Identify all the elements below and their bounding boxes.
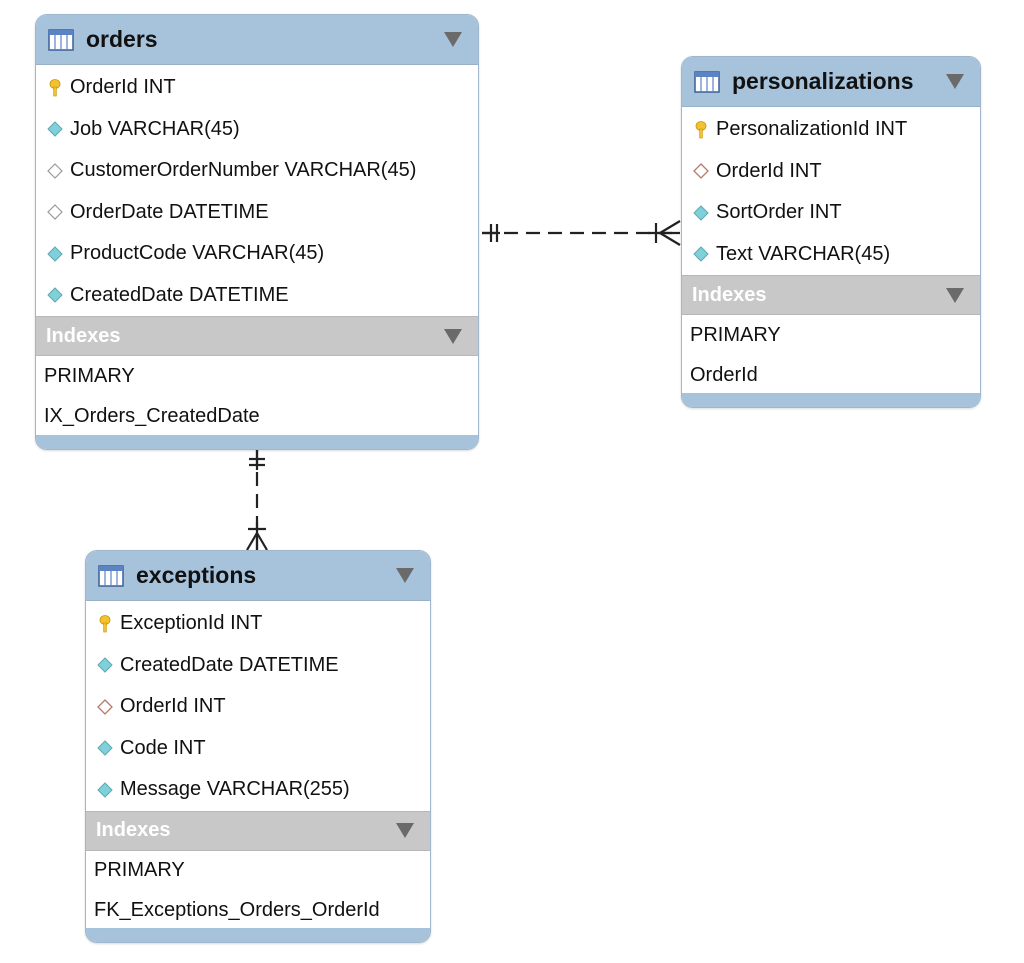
hollow-diamond-icon [47, 204, 63, 221]
indexes-label: Indexes [96, 819, 171, 841]
column-row[interactable]: CreatedDate DATETIME [86, 645, 430, 687]
index-label: PRIMARY [690, 323, 781, 346]
column-label: PersonalizationId INT [716, 118, 908, 141]
index-row[interactable]: PRIMARY [682, 315, 980, 355]
column-label: Code INT [120, 736, 206, 759]
primary-key-icon [99, 614, 111, 633]
index-row[interactable]: PRIMARY [36, 356, 478, 396]
column-row[interactable]: OrderId INT [682, 151, 980, 193]
orders-table-header[interactable]: orders [36, 15, 478, 65]
table-footer [86, 928, 430, 942]
column-row[interactable]: CustomerOrderNumber VARCHAR(45) [36, 150, 478, 192]
hollow-diamond-icon [47, 162, 63, 179]
filled-diamond-icon [97, 740, 113, 756]
index-label: PRIMARY [94, 859, 185, 881]
column-row[interactable]: CreatedDate DATETIME [36, 275, 478, 317]
personalizations-table-header[interactable]: personalizations [682, 57, 980, 107]
index-row[interactable]: PRIMARY [86, 851, 430, 891]
column-label: SortOrder INT [716, 201, 842, 224]
index-label: FK_Exceptions_Orders_OrderId [94, 899, 380, 921]
index-label: PRIMARY [44, 364, 135, 387]
personalizations-table[interactable]: personalizations PersonalizationId INT O… [681, 56, 981, 408]
filled-diamond-icon [47, 246, 63, 262]
column-list: OrderId INT Job VARCHAR(45) CustomerOrde… [36, 65, 478, 316]
column-list: PersonalizationId INT OrderId INT SortOr… [682, 107, 980, 275]
index-row[interactable]: OrderId [682, 355, 980, 395]
index-row[interactable]: IX_Orders_CreatedDate [36, 396, 478, 436]
table-footer [682, 393, 980, 407]
column-row[interactable]: Text VARCHAR(45) [682, 234, 980, 276]
table-icon [694, 70, 720, 93]
primary-key-icon [49, 78, 61, 97]
collapse-triangle-icon[interactable] [396, 568, 414, 583]
column-row[interactable]: Message VARCHAR(255) [86, 769, 430, 811]
table-icon [98, 564, 124, 587]
filled-diamond-icon [97, 657, 113, 673]
indexes-header[interactable]: Indexes [86, 810, 430, 851]
column-row[interactable]: PersonalizationId INT [682, 109, 980, 151]
orders-table[interactable]: orders OrderId INT Job VARCHAR(45) Custo… [35, 14, 479, 450]
collapse-triangle-icon[interactable] [946, 287, 964, 303]
column-label: Text VARCHAR(45) [716, 242, 891, 265]
collapse-triangle-icon[interactable] [444, 328, 462, 344]
column-label: ExceptionId INT [120, 612, 263, 635]
column-row[interactable]: OrderDate DATETIME [36, 192, 478, 234]
collapse-triangle-icon[interactable] [946, 74, 964, 89]
column-row[interactable]: ProductCode VARCHAR(45) [36, 233, 478, 275]
table-title: exceptions [136, 562, 257, 588]
primary-key-icon [695, 120, 707, 139]
column-list: ExceptionId INT CreatedDate DATETIME Ord… [86, 601, 430, 811]
column-row[interactable]: SortOrder INT [682, 192, 980, 234]
filled-diamond-icon [693, 205, 709, 221]
column-row[interactable]: Job VARCHAR(45) [36, 109, 478, 151]
filled-diamond-icon [693, 246, 709, 262]
index-row[interactable]: FK_Exceptions_Orders_OrderId [86, 891, 430, 931]
column-label: OrderId INT [120, 695, 226, 718]
column-label: OrderId INT [716, 159, 822, 182]
exceptions-table-header[interactable]: exceptions [86, 551, 430, 601]
index-label: IX_Orders_CreatedDate [44, 404, 260, 427]
column-label: ProductCode VARCHAR(45) [70, 242, 325, 265]
indexes-header[interactable]: Indexes [36, 316, 478, 356]
column-label: CreatedDate DATETIME [120, 653, 339, 676]
filled-diamond-icon [97, 782, 113, 798]
table-title: orders [86, 26, 158, 52]
column-row[interactable]: OrderId INT [36, 67, 478, 109]
foreign-key-diamond-icon [97, 698, 113, 715]
foreign-key-diamond-icon [693, 163, 709, 180]
index-label: OrderId [690, 363, 758, 386]
column-label: CreatedDate DATETIME [70, 283, 289, 306]
table-footer [36, 435, 478, 449]
indexes-header[interactable]: Indexes [682, 275, 980, 315]
exceptions-table[interactable]: exceptions ExceptionId INT CreatedDate D… [85, 550, 431, 943]
filled-diamond-icon [47, 121, 63, 137]
table-title: personalizations [732, 68, 914, 94]
column-label: OrderDate DATETIME [70, 200, 269, 223]
relationship-orders-personalizations[interactable] [482, 220, 681, 246]
column-row[interactable]: Code INT [86, 728, 430, 770]
column-row[interactable]: ExceptionId INT [86, 603, 430, 645]
column-label: OrderId INT [70, 76, 176, 99]
column-label: Job VARCHAR(45) [70, 117, 240, 140]
column-row[interactable]: OrderId INT [86, 686, 430, 728]
collapse-triangle-icon[interactable] [444, 32, 462, 47]
column-label: CustomerOrderNumber VARCHAR(45) [70, 159, 417, 182]
collapse-triangle-icon[interactable] [396, 823, 414, 838]
indexes-label: Indexes [46, 324, 121, 347]
column-label: Message VARCHAR(255) [120, 778, 350, 801]
relationship-orders-exceptions[interactable] [246, 450, 268, 551]
filled-diamond-icon [47, 287, 63, 303]
indexes-label: Indexes [692, 283, 767, 306]
table-icon [48, 28, 74, 51]
